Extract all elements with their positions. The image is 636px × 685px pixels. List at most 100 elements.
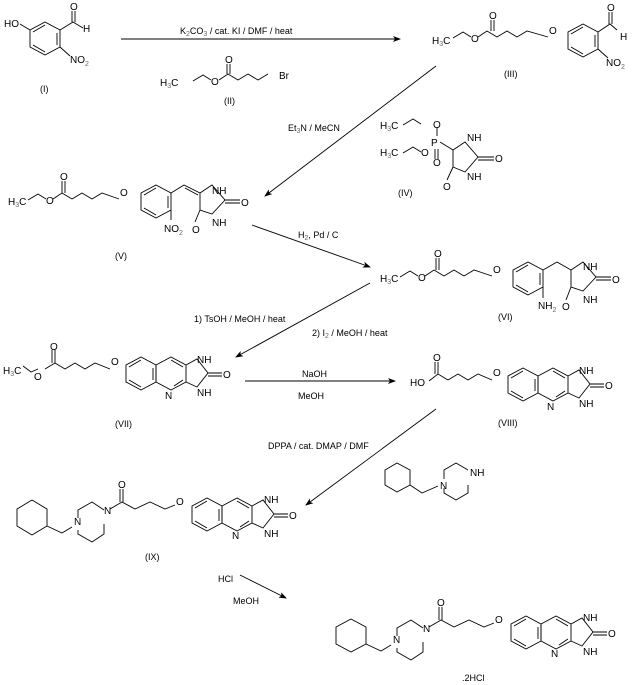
atom-NH: NH (212, 218, 226, 229)
atom-O: O (489, 11, 497, 22)
atom-O: O (433, 158, 441, 169)
atom-O: O (225, 55, 233, 66)
reagents-step-4-line2: 2) I2 / MeOH / heat (312, 328, 388, 340)
compound-label: (III) (504, 69, 518, 79)
atom-H3C: H3C (3, 366, 21, 378)
atom-H3C: H3C (380, 148, 398, 160)
atom-O: O (34, 372, 42, 383)
compound-label: (II) (224, 96, 235, 106)
atom-O: O (289, 511, 297, 522)
atom-O: O (605, 381, 613, 392)
atom-Br: Br (279, 71, 290, 82)
atom-N: N (104, 506, 111, 517)
compound-label: (IX) (145, 552, 160, 562)
atom-N: N (423, 624, 430, 635)
compound-I: HO O H NO2 (I) (4, 2, 90, 94)
atom-OH: HO (410, 378, 425, 389)
atom-NH: NH (583, 295, 597, 306)
atom-N: N (440, 481, 447, 492)
compound-final-dihydrochloride: N N O O N NH O NH .2HCl (335, 598, 616, 683)
atom-O: O (549, 26, 557, 37)
atom-NH: NH (583, 613, 597, 624)
reaction-arrow-6 (305, 408, 437, 506)
compound-label: (VII) (115, 419, 132, 429)
atom-O: O (434, 249, 442, 260)
atom-O: O (120, 188, 128, 199)
atom-O: O (70, 2, 78, 13)
atom-NH: NH (264, 495, 278, 506)
atom-O: O (471, 34, 479, 45)
atom-H: H (83, 24, 90, 35)
atom-O: O (176, 497, 184, 508)
atom-O: O (421, 148, 429, 159)
atom-O: O (433, 120, 441, 131)
reagents-step-4-line1: 1) TsOH / MeOH / heat (194, 314, 286, 324)
atom-O: O (50, 342, 58, 353)
atom-NO2: NO2 (70, 55, 89, 68)
compound-label: (V) (115, 251, 127, 261)
salt-label: .2HCl (462, 673, 485, 683)
atom-O: O (60, 172, 68, 183)
atom-O: O (607, 3, 615, 14)
reagents-step-6: DPPA / cat. DMAP / DMF (268, 441, 369, 451)
atom-O: O (495, 154, 503, 165)
reaction-arrow-3 (251, 224, 371, 268)
atom-O: O (192, 225, 200, 236)
atom-NH: NH (212, 186, 226, 197)
atom-N: N (74, 517, 81, 528)
atom-O: O (612, 275, 620, 286)
atom-H: H (620, 32, 627, 43)
atom-NH: NH (583, 262, 597, 273)
atom-H3C: H3C (380, 274, 398, 286)
reaction-arrow-7 (239, 574, 287, 599)
atom-O: O (418, 273, 426, 284)
reaction-arrow-4 (235, 282, 371, 358)
compound-VI: H3C O O O NH O NH O NH2 (VI) (380, 249, 620, 322)
atom-O: O (437, 598, 445, 609)
atom-O: O (211, 77, 219, 88)
atom-N: N (393, 635, 400, 646)
compound-VIII: HO O O N NH O NH (VIII) (410, 353, 613, 428)
atom-O: O (562, 302, 570, 313)
atom-NH: NH (197, 388, 211, 399)
atom-O: O (111, 357, 119, 368)
compound-label: (VI) (498, 312, 513, 322)
compound-label: (VIII) (498, 418, 518, 428)
atom-H3C: H3C (160, 78, 178, 90)
reagents-step-7-line2: MeOH (233, 596, 259, 606)
atom-NH: NH (579, 399, 593, 410)
compound-label: (I) (40, 84, 49, 94)
atom-O: O (433, 353, 441, 364)
compound-VII: H3C O O O N NH O NH (VII) (3, 342, 231, 429)
atom-N: N (551, 649, 558, 660)
atom-NO2: NO2 (606, 58, 625, 71)
reagents-step-2: Et3N / MeCN (288, 123, 340, 135)
atom-NH: NH (264, 529, 278, 540)
atom-H3C: H3C (432, 36, 450, 48)
atom-N: N (165, 391, 172, 402)
atom-N: N (232, 531, 239, 542)
atom-N: N (547, 402, 554, 413)
atom-O: O (608, 629, 616, 640)
atom-NH: NH (470, 468, 484, 479)
reagents-step-5-line2: MeOH (298, 391, 324, 401)
atom-O: O (443, 182, 451, 193)
reagent-cyclohexylmethylpiperazine: N NH (384, 462, 484, 501)
atom-H3C: H3C (380, 121, 398, 133)
atom-NH: NH (467, 133, 481, 144)
atom-H3C: H3C (8, 197, 26, 209)
atom-O: O (493, 368, 501, 379)
atom-O: O (118, 480, 126, 491)
atom-NH: NH (579, 366, 593, 377)
atom-NH: NH (467, 172, 481, 183)
atom-NO2: NO2 (164, 224, 183, 237)
compound-III: H3C O O O O H NO2 (III) (432, 3, 627, 79)
atom-NH: NH (583, 647, 597, 658)
reagents-step-5-line1: NaOH (302, 369, 327, 379)
atom-NH: NH (197, 355, 211, 366)
compound-label: (IV) (398, 188, 413, 198)
reagents-step-1: K2CO3 / cat. KI / DMF / heat (180, 26, 293, 38)
reagents-step-3: H2, Pd / C (298, 230, 339, 242)
atom-P: P (431, 138, 438, 149)
